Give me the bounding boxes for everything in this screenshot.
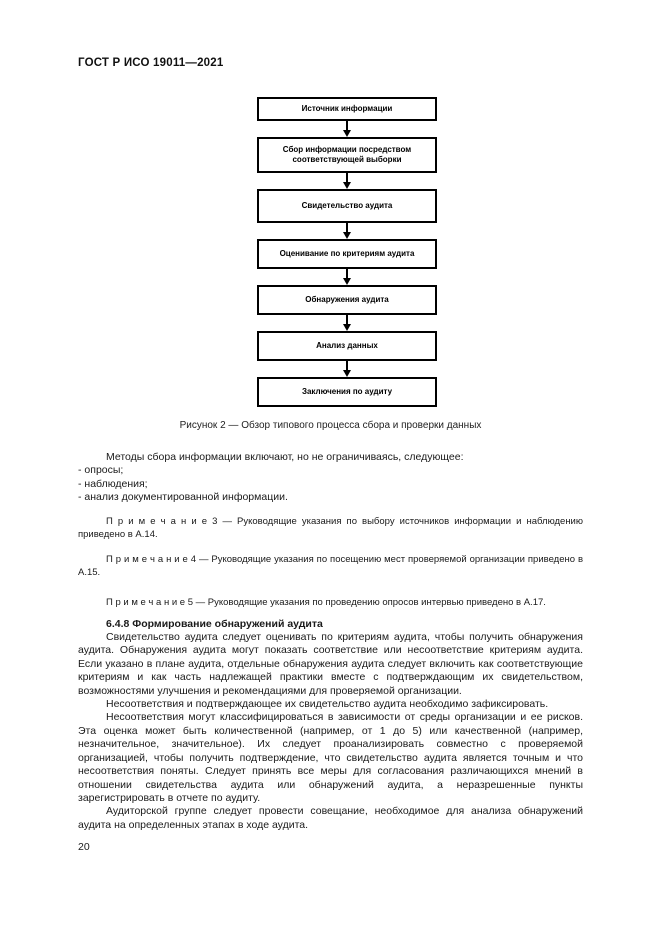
arrow-down-icon: [343, 269, 351, 285]
flowchart-box-audit-findings: Обнаружения аудита: [257, 285, 437, 315]
flowchart-box-evaluation-against-criteria: Оценивание по критериям аудита: [257, 239, 437, 269]
document-title: ГОСТ Р ИСО 19011—2021: [78, 57, 224, 69]
paragraph: Несоответствия могут классифицироваться …: [78, 711, 583, 804]
list-item: - опросы;: [78, 464, 124, 477]
paragraph: Аудиторской группе следует провести сове…: [78, 805, 583, 831]
arrow-down-icon: [343, 173, 351, 189]
body-text: Методы сбора информации включают, но не …: [78, 451, 583, 832]
note-3: П р и м е ч а н и е 3 — Руководящие указ…: [78, 515, 583, 540]
paragraph: Свидетельство аудита следует оценивать п…: [78, 631, 583, 697]
figure-caption: Рисунок 2 — Обзор типового процесса сбор…: [179, 420, 482, 431]
arrow-down-icon: [343, 315, 351, 331]
flowchart-box-information-source: Источник информации: [257, 97, 437, 121]
arrow-down-icon: [343, 361, 351, 377]
list-item: - анализ документированной информации.: [78, 491, 288, 504]
arrow-down-icon: [343, 121, 351, 137]
flowchart-box-audit-evidence: Свидетельство аудита: [257, 189, 437, 223]
page-number: 20: [78, 841, 90, 853]
note-5: П р и м е ч а н и е 5 — Руководящие указ…: [106, 596, 546, 608]
note-4: П р и м е ч а н и е 4 — Руководящие указ…: [78, 553, 583, 578]
flowchart-box-collecting-information: Сбор информации посредством соответствую…: [257, 137, 437, 173]
flowchart-box-audit-conclusions: Заключения по аудиту: [257, 377, 437, 407]
paragraph: Несоответствия и подтверждающее их свиде…: [106, 698, 549, 711]
list-item: - наблюдения;: [78, 477, 148, 490]
flowchart-box-data-analysis: Анализ данных: [257, 331, 437, 361]
arrow-down-icon: [343, 223, 351, 239]
flowchart-figure: Источник информации Сбор информации поср…: [257, 97, 437, 407]
paragraph-intro: Методы сбора информации включают, но не …: [106, 451, 464, 463]
section-heading: 6.4.8 Формирование обнаружений аудита: [106, 617, 323, 630]
